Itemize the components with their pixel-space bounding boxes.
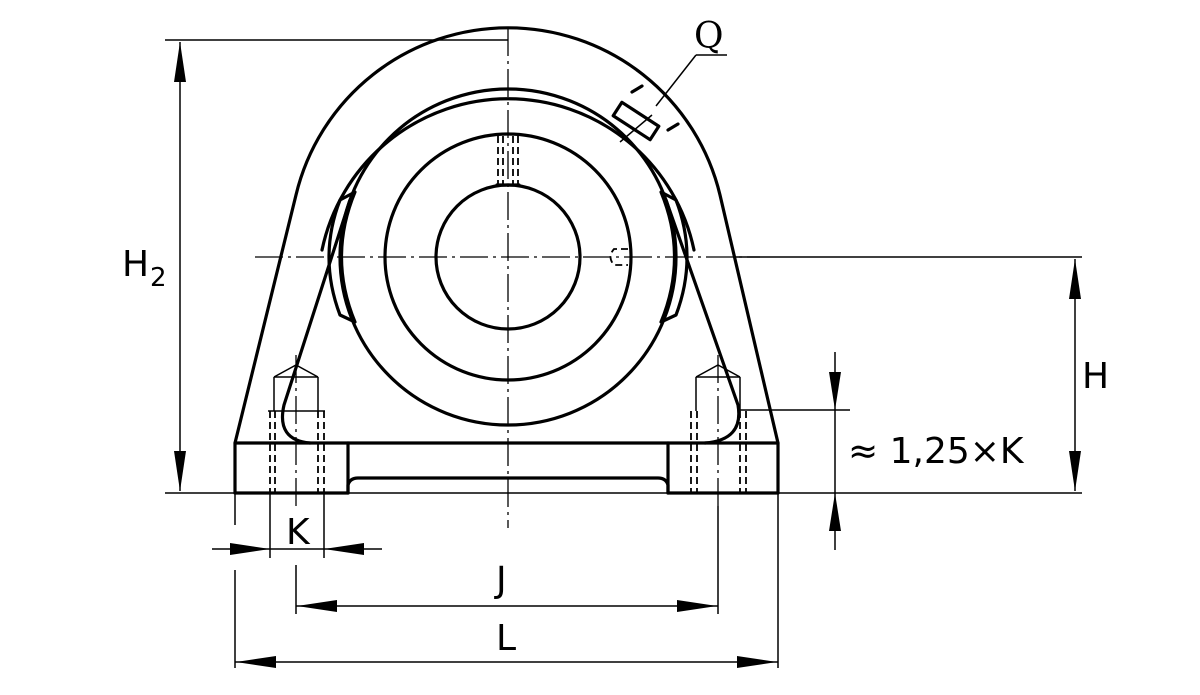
- dimension-h2: [174, 42, 186, 491]
- dimension-k: [212, 543, 382, 555]
- label-k: K: [286, 512, 311, 553]
- label-j: J: [494, 560, 507, 601]
- dimension-h: [1069, 259, 1081, 491]
- dimension-j: [296, 600, 718, 612]
- label-h2-subscript: 2: [150, 263, 167, 293]
- center-lines: [255, 28, 760, 528]
- lube-fitting-q: [611, 54, 727, 143]
- label-q: Q: [694, 16, 724, 57]
- extension-lines: [165, 39, 1082, 668]
- label-bolt-height: ≈ 1,25×K: [848, 431, 1025, 472]
- right-bolt: [690, 364, 747, 493]
- left-bolt: [268, 364, 325, 493]
- label-l: L: [496, 618, 516, 659]
- label-h: H: [1082, 356, 1109, 397]
- dimension-bolt-height: [829, 352, 841, 550]
- dimension-l: [235, 656, 778, 668]
- label-h2: H: [122, 244, 149, 285]
- housing-outline: [233, 26, 780, 495]
